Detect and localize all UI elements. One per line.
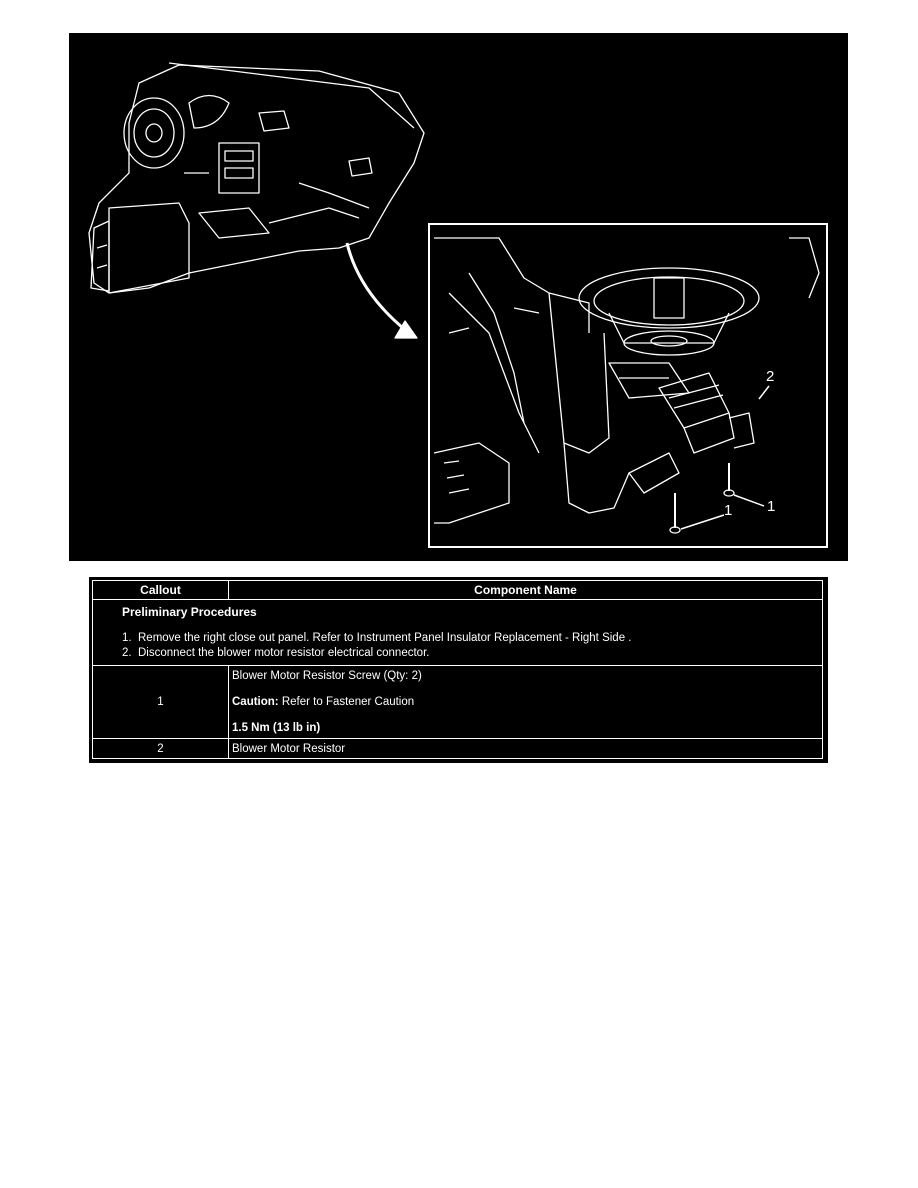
callout-cell: 2 (92, 738, 229, 759)
preliminary-procedures-cell: Preliminary Procedures 1. Remove the righ… (92, 599, 823, 666)
illustration-drawing (88, 62, 820, 534)
caution-label: Caution: (232, 696, 279, 708)
torque-value: 1.5 Nm (13 lb in) (232, 722, 321, 734)
table-header-row: Callout Component Name (92, 580, 823, 600)
component-cell: Blower Motor Resistor (228, 738, 823, 759)
list-item: 2. Disconnect the blower motor resistor e… (122, 646, 822, 661)
component-cell: Blower Motor Resistor Screw (Qty: 2) Cau… (228, 665, 823, 739)
step-text: Disconnect the blower motor resistor ele… (138, 647, 430, 659)
step-number: 2. (122, 647, 132, 659)
callout-cell: 1 (92, 665, 229, 739)
service-illustration: 2 1 1 (69, 33, 848, 561)
step-text: Remove the right close out panel. Refer … (138, 632, 632, 644)
callout-label-2: 2 (766, 368, 775, 385)
component-name: Blower Motor Resistor Screw (Qty: 2) (232, 670, 422, 682)
component-table-frame: Callout Component Name Preliminary Proce… (89, 577, 828, 763)
callout-label-1a: 1 (767, 498, 776, 515)
callout-label-1b: 1 (724, 502, 733, 519)
preliminary-heading: Preliminary Procedures (122, 605, 257, 619)
table-row: 1 Blower Motor Resistor Screw (Qty: 2) C… (92, 665, 823, 739)
table-row: 2 Blower Motor Resistor (92, 738, 823, 759)
preliminary-steps-list: 1. Remove the right close out panel. Refe… (93, 631, 822, 661)
preliminary-row: Preliminary Procedures 1. Remove the righ… (92, 599, 823, 666)
component-name: Blower Motor Resistor (232, 742, 346, 755)
component-table: Callout Component Name Preliminary Proce… (92, 580, 823, 759)
step-number: 1. (122, 632, 132, 644)
list-item: 1. Remove the right close out panel. Refe… (122, 631, 822, 646)
caution-text: Refer to Fastener Caution (278, 696, 415, 708)
component-name-column-header: Component Name (228, 580, 823, 600)
callout-column-header: Callout (92, 580, 229, 600)
caution-line: Caution: Refer to Fastener Caution (232, 695, 820, 709)
torque-spec: 1.5 Nm (13 lb in) (232, 721, 820, 735)
detail-inset-frame (428, 223, 828, 548)
